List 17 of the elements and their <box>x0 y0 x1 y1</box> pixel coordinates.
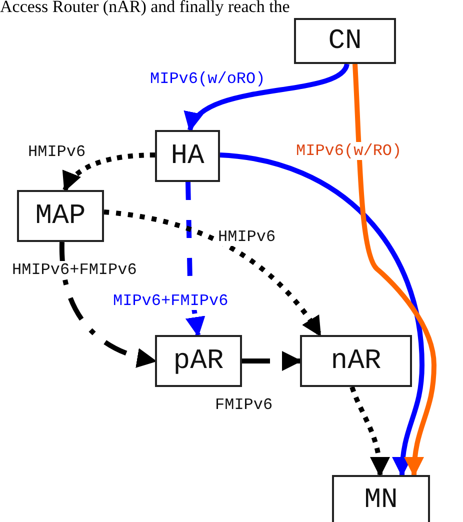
dashed-arrow <box>242 351 302 371</box>
dashed-arrow <box>60 242 157 367</box>
edge-label: MIPv6+FMIPv6 <box>113 292 228 310</box>
cut-off-caption-text: Access Router (nAR) and finally reach the <box>0 0 290 17</box>
node-box: HA <box>155 130 220 182</box>
node-box: MAP <box>17 190 104 242</box>
arrow <box>220 152 424 477</box>
node-box: pAR <box>155 335 242 387</box>
node-box: MN <box>332 475 430 522</box>
arrow <box>352 64 436 477</box>
edge-label: MIPv6(w/RO) <box>296 142 402 160</box>
node-box: CN <box>294 18 396 64</box>
dashed-arrow <box>350 386 390 477</box>
node-box: nAR <box>300 335 412 387</box>
dashed-arrow <box>104 210 322 337</box>
edge-label: HMIPv6 <box>218 228 276 246</box>
dashed-arrow <box>62 152 156 192</box>
